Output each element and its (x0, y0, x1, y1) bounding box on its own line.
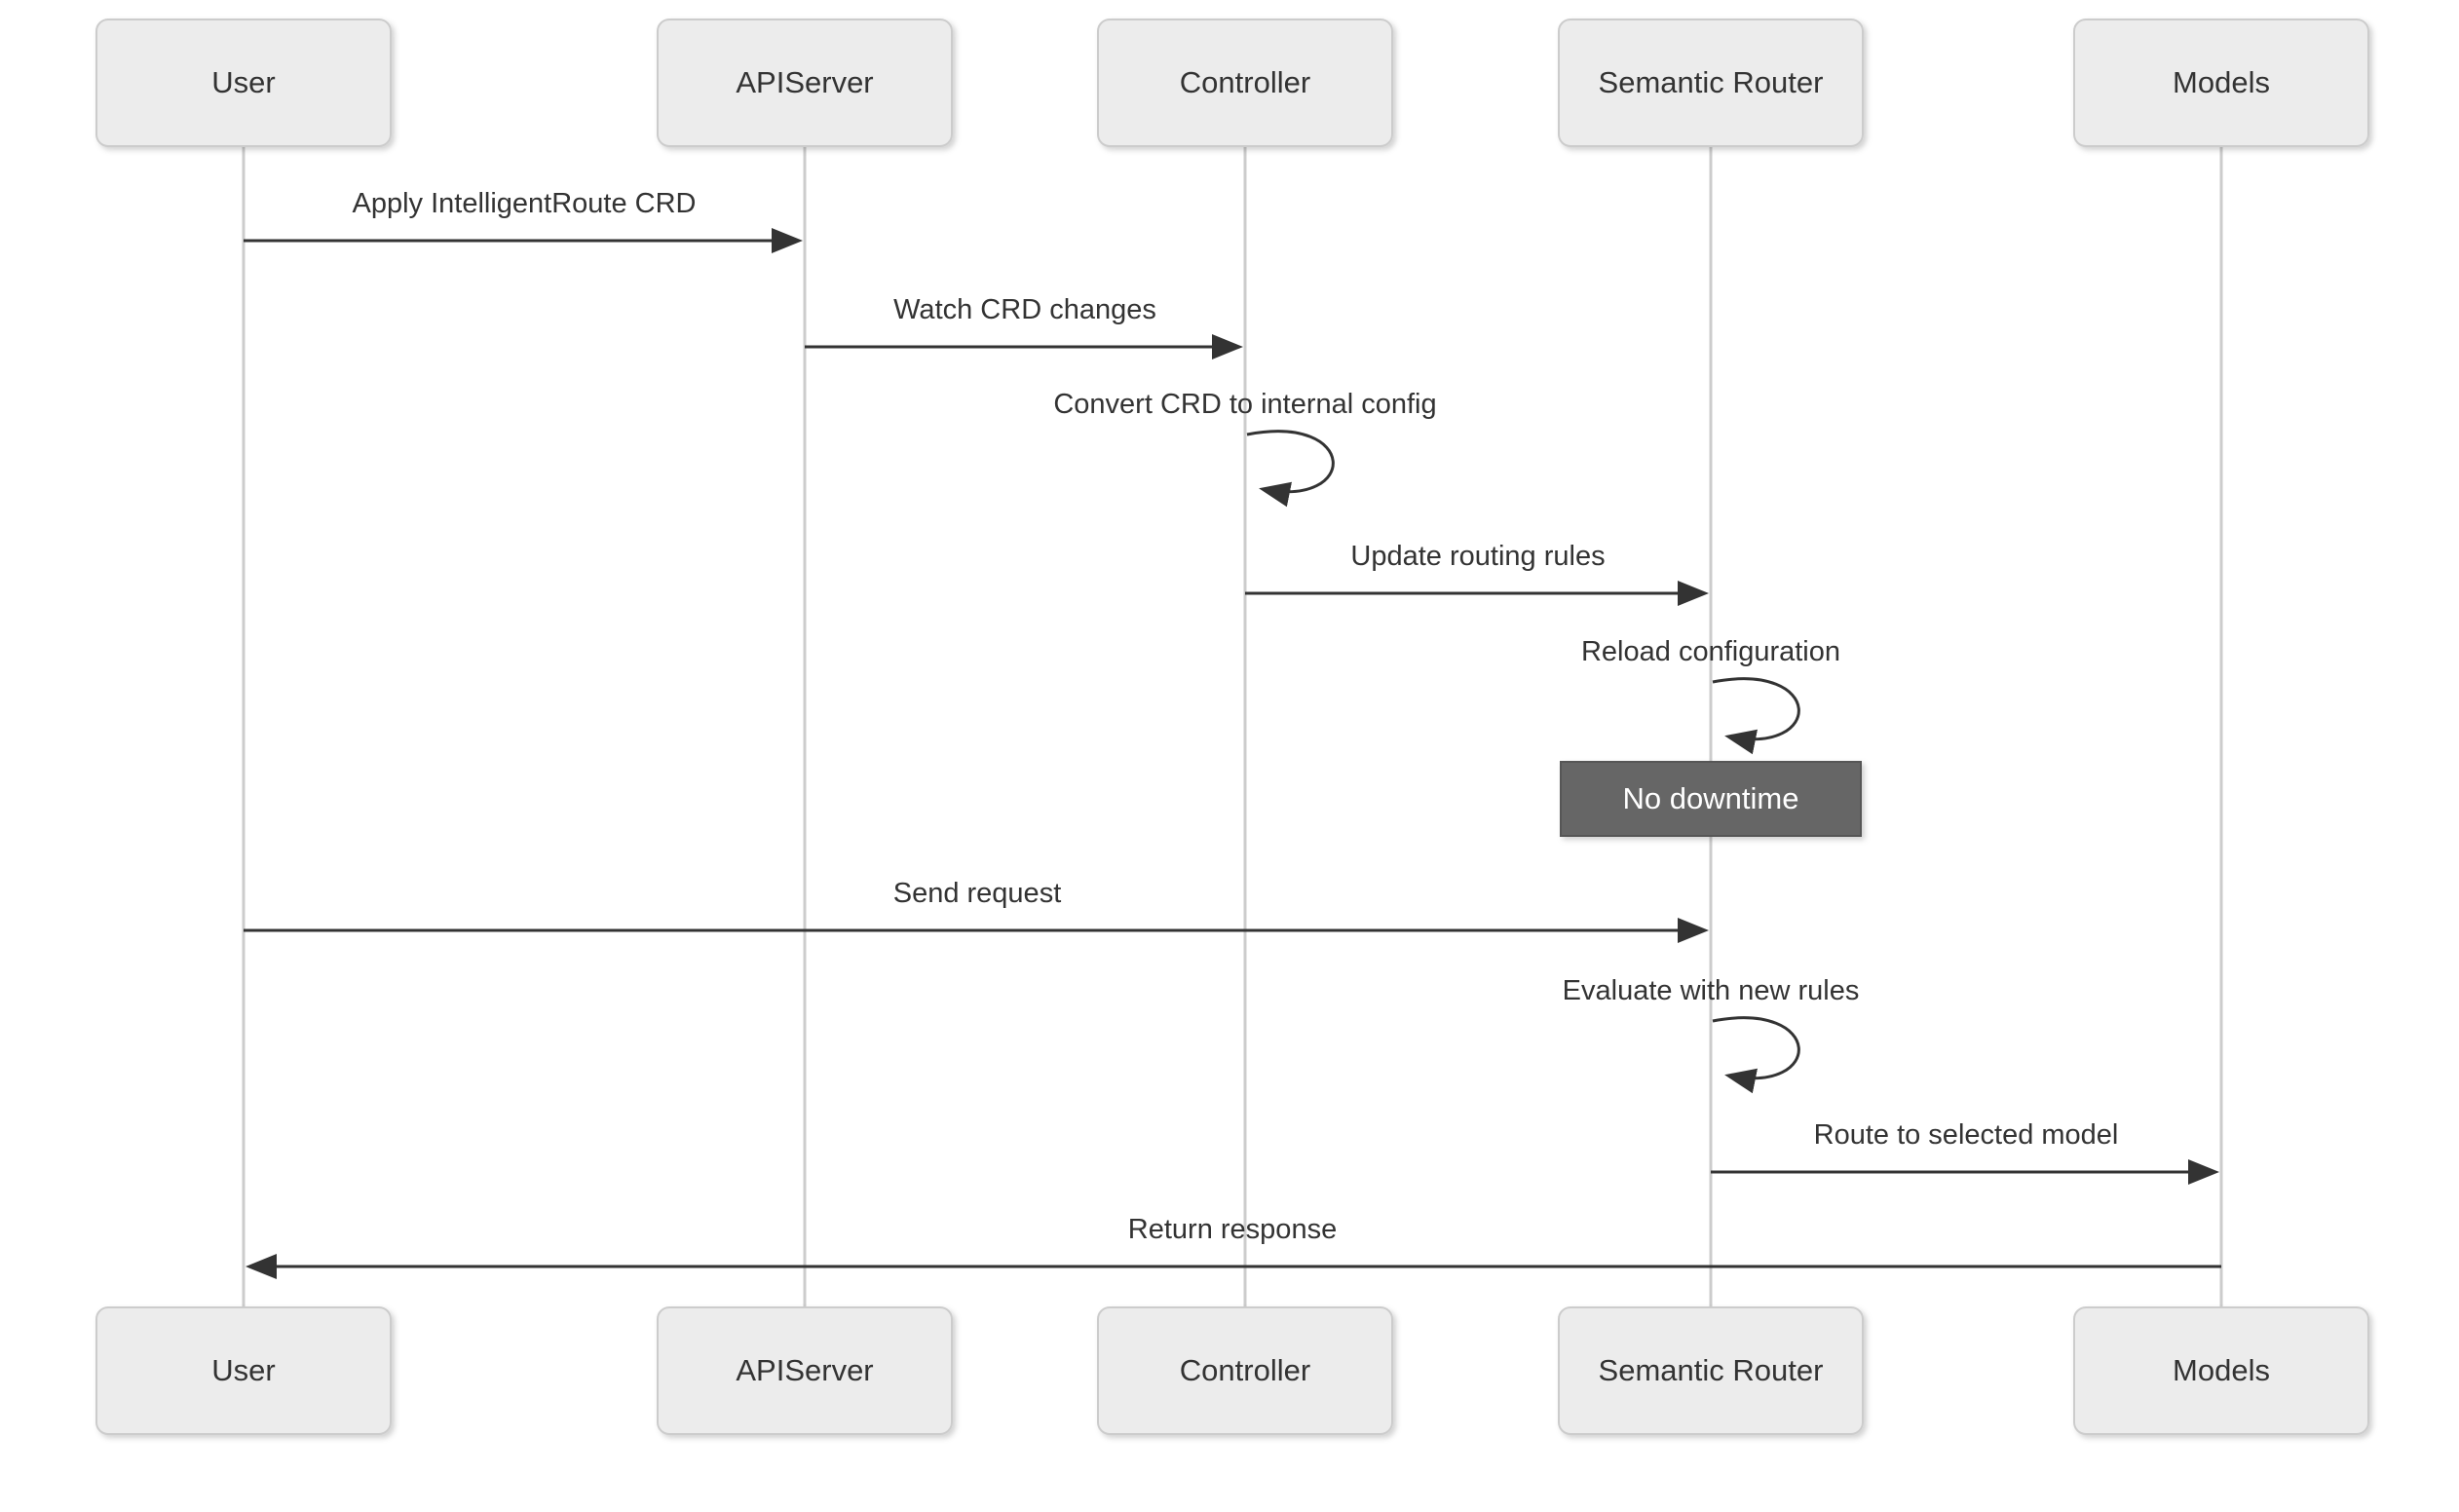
actor-label: Controller (1180, 65, 1310, 99)
message-reload-configuration: Reload configuration (1581, 636, 1840, 755)
actor-label: Controller (1180, 1353, 1310, 1387)
actor-box (657, 1306, 953, 1435)
message-label: Send request (893, 878, 1062, 909)
message-update-routing-rules: Update routing rules (1245, 541, 1709, 606)
actor-label: User (211, 65, 275, 99)
actor-label: Models (2173, 65, 2270, 99)
actor-label: APIServer (736, 1353, 873, 1387)
self-loop-arrow (1246, 430, 1335, 508)
actor-box (95, 19, 392, 147)
actor-box (95, 1306, 392, 1435)
message-label: Route to selected model (1814, 1119, 2119, 1151)
message-apply-intelligentroute-crd: Apply IntelligentRoute CRD (244, 188, 803, 253)
actor-bottom-semantic-router: Semantic Router (1558, 1306, 1864, 1435)
actor-box (2073, 1306, 2369, 1435)
actor-bottom-apiserver: APIServer (657, 1306, 953, 1435)
actor-top-models: Models (2073, 19, 2369, 147)
actor-box (2073, 19, 2369, 147)
actor-box (1558, 19, 1864, 147)
message-label: Convert CRD to internal config (1053, 389, 1436, 420)
note-box (1560, 761, 1862, 837)
actor-top-controller: Controller (1097, 19, 1393, 147)
message-label: Watch CRD changes (893, 294, 1156, 325)
message-label: Reload configuration (1581, 636, 1840, 667)
message-label: Evaluate with new rules (1563, 975, 1860, 1006)
actor-bottom-user: User (95, 1306, 392, 1435)
message-label: Apply IntelligentRoute CRD (352, 188, 696, 219)
actor-box (1558, 1306, 1864, 1435)
self-loop-arrow (1712, 1016, 1800, 1094)
actor-box (1097, 19, 1393, 147)
actor-label: Models (2173, 1353, 2270, 1387)
actor-box (657, 19, 953, 147)
message-send-request: Send request (244, 878, 1709, 943)
actor-top-semantic-router: Semantic Router (1558, 19, 1864, 147)
message-label: Return response (1128, 1214, 1337, 1245)
actor-bottom-controller: Controller (1097, 1306, 1393, 1435)
actor-top-user: User (95, 19, 392, 147)
message-watch-crd-changes: Watch CRD changes (805, 294, 1243, 359)
actor-label: APIServer (736, 65, 873, 99)
actor-label: Semantic Router (1599, 65, 1824, 99)
actor-box (1097, 1306, 1393, 1435)
lifelines (242, 146, 2223, 1307)
message-return-response: Return response (246, 1214, 2221, 1279)
actor-label: Semantic Router (1599, 1353, 1824, 1387)
actor-row-bottom: User APIServer Controller Semantic Route… (95, 1306, 2369, 1435)
actor-row-top: User APIServer Controller Semantic Route… (95, 19, 2369, 147)
message-evaluate-with-new-rules: Evaluate with new rules (1563, 975, 1860, 1094)
message-convert-crd-to-internal-config: Convert CRD to internal config (1053, 389, 1437, 508)
actor-bottom-models: Models (2073, 1306, 2369, 1435)
self-loop-arrow (1712, 677, 1800, 755)
message-label: Update routing rules (1350, 541, 1605, 572)
actor-label: User (211, 1353, 275, 1387)
message-route-to-selected-model: Route to selected model (1711, 1119, 2219, 1185)
actor-top-apiserver: APIServer (657, 19, 953, 147)
note-no-downtime: No downtime (1560, 761, 1862, 837)
note-label: No downtime (1623, 781, 1799, 815)
